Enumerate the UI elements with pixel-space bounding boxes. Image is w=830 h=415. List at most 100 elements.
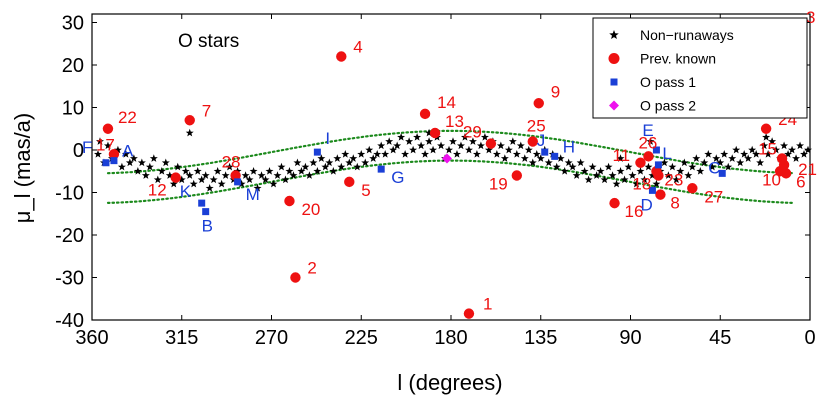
prev-known-label: 14 <box>437 93 456 112</box>
non-runaway-star <box>117 162 126 171</box>
prev-known-label: 12 <box>148 181 167 200</box>
o-pass-1-label: D <box>640 195 652 214</box>
non-runaway-star <box>397 133 406 141</box>
non-runaway-star <box>496 141 505 150</box>
non-runaway-star <box>672 175 681 184</box>
non-runaway-star <box>257 171 266 179</box>
non-runaway-star <box>353 162 362 171</box>
prev-known-label: 13 <box>445 112 464 131</box>
non-runaway-star <box>405 137 414 145</box>
o-pass-1-marker <box>718 169 726 177</box>
o-pass-1-marker <box>654 161 662 169</box>
prev-known-label: 16 <box>625 202 644 221</box>
prev-known-label: 5 <box>361 181 370 200</box>
non-runaway-star <box>748 145 757 154</box>
o-pass-1-marker <box>202 208 210 216</box>
non-runaway-star <box>468 137 477 145</box>
non-runaway-star <box>660 158 669 167</box>
non-runaway-star <box>780 141 789 150</box>
non-runaway-star <box>632 179 641 188</box>
y-tick-label: 30 <box>62 13 84 35</box>
non-runaway-star <box>389 145 398 154</box>
y-tick-label: 20 <box>62 55 84 77</box>
non-runaway-star <box>95 137 104 145</box>
non-runaway-star <box>664 171 673 179</box>
non-runaway-star <box>137 158 146 167</box>
non-runaway-star <box>624 162 633 171</box>
x-tick-label: 135 <box>524 327 557 349</box>
non-runaway-star <box>377 141 386 150</box>
prev-known-marker <box>778 159 790 171</box>
non-runaway-star <box>261 175 270 184</box>
non-runaway-star <box>197 175 206 184</box>
non-runaway-star <box>325 158 334 167</box>
legend-marker-circle <box>608 53 620 64</box>
y-tick-label: 10 <box>62 98 84 120</box>
non-runaway-star <box>708 162 717 171</box>
non-runaway-star <box>668 162 677 171</box>
non-runaway-star <box>161 158 170 167</box>
y-tick-label: -20 <box>55 225 84 247</box>
non-runaway-star <box>317 154 326 162</box>
non-runaway-star <box>205 184 214 192</box>
x-tick-label: 225 <box>345 327 378 349</box>
o-pass-1-label: J <box>537 131 546 150</box>
x-tick-label: 315 <box>165 327 198 349</box>
o-pass-1-marker <box>648 186 656 194</box>
non-runaway-star <box>157 167 166 175</box>
panel-label: O stars <box>178 31 239 52</box>
prev-known-label: 15 <box>758 140 777 159</box>
prev-known-marker <box>760 123 772 134</box>
non-runaway-star <box>740 150 749 158</box>
non-runaway-star <box>744 154 753 162</box>
legend-entry-label: Prev. known <box>640 51 716 67</box>
prev-known-label: 27 <box>704 187 723 206</box>
prev-known-marker <box>184 115 195 126</box>
prev-known-marker <box>533 98 544 109</box>
prev-known-label: 18 <box>632 175 651 194</box>
non-runaway-star <box>800 150 809 158</box>
prev-known-marker <box>429 127 441 139</box>
non-runaway-star <box>456 141 465 150</box>
non-runaway-star <box>712 154 721 162</box>
non-runaway-star <box>564 158 573 167</box>
non-runaway-star <box>129 154 138 162</box>
non-runaway-star <box>716 158 725 167</box>
non-runaway-star <box>369 154 378 162</box>
prev-known-label: 10 <box>762 170 781 189</box>
non-runaway-star <box>149 154 158 162</box>
prev-known-label: 3 <box>806 8 815 27</box>
legend-entry-label: O pass 2 <box>640 98 696 114</box>
non-runaway-star <box>181 167 190 175</box>
y-axis-title: μ_l (mas/a) <box>10 113 35 223</box>
non-runaway-star <box>225 162 234 171</box>
prev-known-marker <box>687 183 698 194</box>
o-pass-1-marker <box>377 165 385 173</box>
non-runaway-star <box>281 175 290 184</box>
non-runaway-star <box>628 171 637 179</box>
envelope-lower <box>106 159 796 204</box>
non-runaway-star <box>103 141 112 150</box>
non-runaway-star <box>409 145 418 154</box>
non-runaway-star <box>644 162 653 171</box>
non-runaway-star <box>445 145 453 154</box>
non-runaway-star <box>417 141 426 150</box>
non-runaway-star <box>762 133 771 141</box>
non-runaway-star <box>425 137 434 145</box>
non-runaway-star <box>209 175 218 184</box>
non-runaway-star <box>333 154 342 162</box>
non-runaway-star <box>560 167 569 175</box>
non-runaway-star <box>213 167 222 175</box>
non-runaway-star <box>760 141 769 150</box>
envelope-upper <box>106 129 796 175</box>
non-runaway-star <box>93 150 102 158</box>
non-runaway-star <box>249 167 258 175</box>
non-runaway-star <box>792 154 801 162</box>
o-pass-1-marker <box>551 152 559 160</box>
x-tick-label: 0 <box>804 327 815 349</box>
non-runaway-star <box>193 167 202 175</box>
non-runaway-star <box>429 145 438 154</box>
